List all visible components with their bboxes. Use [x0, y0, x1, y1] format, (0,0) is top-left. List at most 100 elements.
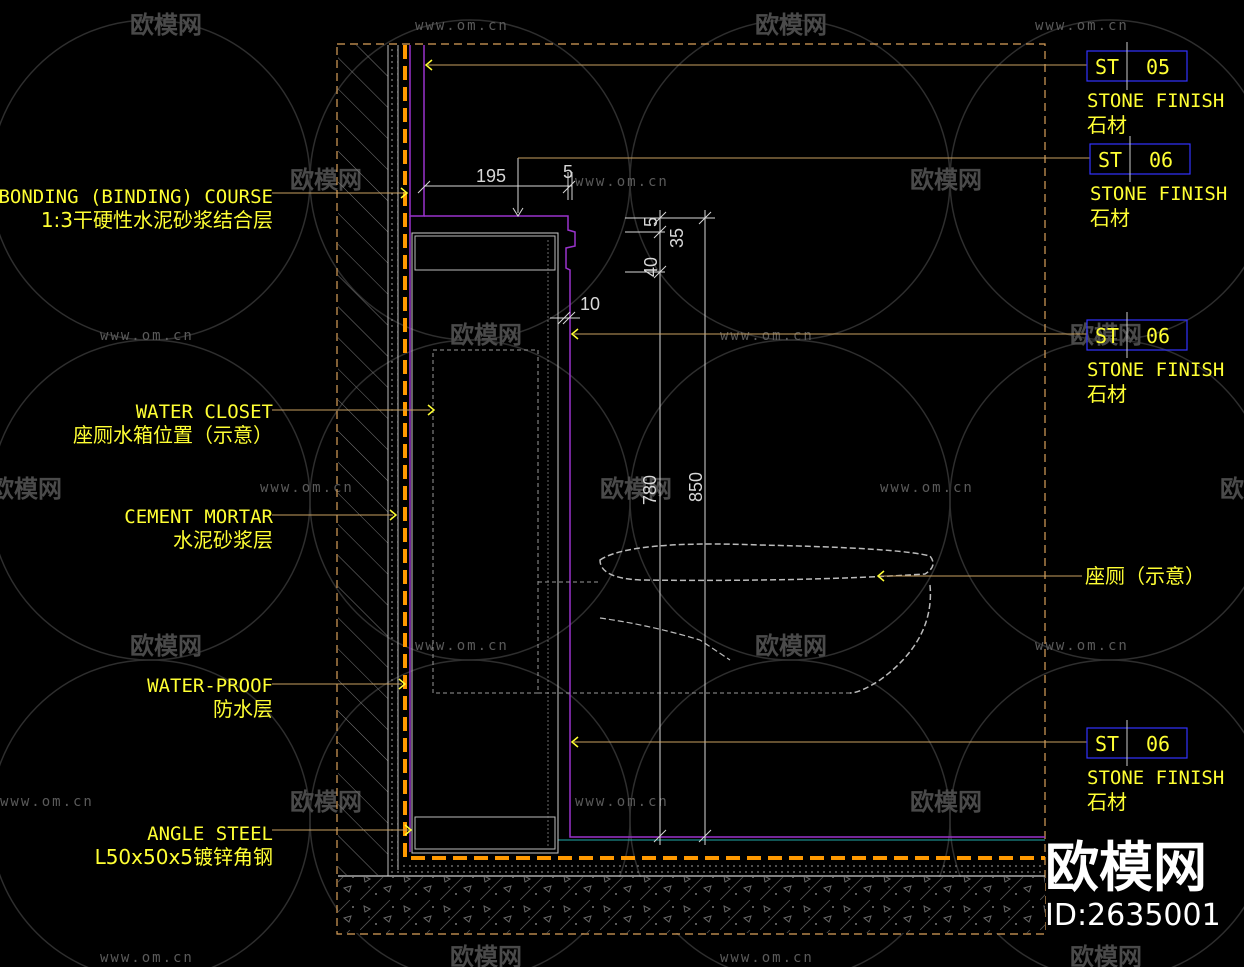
stone-finish-upper — [409, 45, 425, 217]
stone-inner-line — [557, 300, 1045, 841]
tag-en: STONE FINISH — [1087, 90, 1224, 112]
dim-35-text: 35 — [667, 228, 687, 248]
label-steel-en: ANGLE STEEL — [147, 823, 273, 845]
label-cement-en: CEMENT MORTAR — [124, 506, 273, 528]
watermark-brand: 欧模网 — [0, 475, 62, 503]
tag-en: STONE FINISH — [1087, 767, 1224, 789]
drawing-frame — [336, 43, 1046, 935]
cabinet-frame — [411, 232, 559, 854]
label-bonding-cn: 1:3干硬性水泥砂浆结合层 — [41, 208, 273, 232]
toilet-seat — [599, 543, 934, 582]
watermark-brand: 欧模网 — [450, 321, 522, 349]
label-waterproof-en: WATER-PROOF — [147, 675, 273, 697]
wall-hatch — [338, 45, 388, 875]
floor-slab — [338, 877, 1045, 933]
tag-code: ST — [1095, 732, 1119, 756]
floor-screed — [398, 862, 1045, 876]
dim-10-text: 10 — [580, 294, 600, 314]
watermark-brand: 欧模网 — [910, 788, 982, 816]
watermark-brand: 欧模网 — [600, 475, 672, 503]
watermark-url: www.om.cn — [260, 480, 354, 496]
tag-code: ST — [1095, 55, 1119, 79]
watermark-url: www.om.cn — [1035, 638, 1129, 654]
watermark-url: www.om.cn — [1035, 18, 1129, 34]
tag-code: ST — [1098, 148, 1122, 172]
watermark-brand: 欧模网 — [755, 632, 827, 660]
tag-box — [1086, 727, 1188, 759]
dim-195-arrow — [512, 207, 524, 217]
watermark-brand: 欧模网 — [1070, 321, 1142, 349]
dim-780-text: 780 — [640, 475, 660, 505]
watermark-url: www.om.cn — [100, 950, 194, 966]
watermark-url: www.om.cn — [720, 328, 814, 344]
tag-cn: 石材 — [1087, 382, 1127, 406]
toilet-bowl-front — [849, 584, 932, 694]
tag-st06-bottom: ST 06 STONE FINISH 石材 — [1086, 720, 1224, 814]
tag-st05-top: ST 05 STONE FINISH 石材 — [1086, 42, 1224, 137]
label-waterproof-cn: 防水层 — [213, 697, 273, 721]
tag-en: STONE FINISH — [1090, 183, 1227, 205]
left-label-bonding: BONDING (BINDING) COURSE 1:3干硬性水泥砂浆结合层 — [0, 186, 273, 232]
cabinet-top-rail — [414, 235, 556, 271]
tag-st06-third: ST 06 STONE FINISH 石材 — [1086, 312, 1224, 406]
dim-195-text: 195 — [476, 166, 506, 186]
watermark-pattern — [0, 19, 1244, 967]
tag-number: 06 — [1146, 324, 1170, 348]
watermark-brand: 欧模网 — [130, 632, 202, 660]
watermark-url: www.om.cn — [575, 174, 669, 190]
watermark-url: www.om.cn — [415, 638, 509, 654]
left-label-cement: CEMENT MORTAR 水泥砂浆层 — [124, 506, 273, 552]
tag-number: 06 — [1146, 732, 1170, 756]
tag-cn: 石材 — [1087, 790, 1127, 814]
watermark-url: www.om.cn — [575, 794, 669, 810]
corner-brand-logo: 欧模网 — [1045, 836, 1207, 899]
watermark-url: www.om.cn — [100, 328, 194, 344]
left-label-water-closet: WATER CLOSET 座厕水箱位置（示意） — [73, 401, 273, 447]
tag-en: STONE FINISH — [1087, 359, 1224, 381]
dim-40-text: 40 — [641, 257, 661, 277]
left-arrowheads — [389, 187, 436, 836]
tag-box — [1089, 143, 1191, 175]
mortar-dots — [390, 45, 398, 875]
tag-cn: 石材 — [1090, 206, 1130, 230]
tag-number: 05 — [1146, 55, 1170, 79]
watermark-url: www.om.cn — [0, 794, 94, 810]
tag-st06-second: ST 06 STONE FINISH 石材 — [1089, 136, 1227, 230]
watermark-url: www.om.cn — [415, 18, 509, 34]
tag-box — [1086, 319, 1188, 351]
cabinet-bottom-rail — [414, 816, 556, 850]
toilet-label: 座厕（示意） — [1085, 564, 1205, 588]
tag-number: 06 — [1149, 148, 1173, 172]
right-arrowheads — [424, 59, 885, 748]
cistern-outline — [432, 349, 539, 694]
waterproof-layer — [403, 45, 1045, 860]
tag-box — [1086, 50, 1188, 82]
watermark-url: www.om.cn — [720, 950, 814, 966]
label-closet-cn: 座厕水箱位置（示意） — [73, 423, 273, 447]
label-closet-en: WATER CLOSET — [136, 401, 273, 423]
tag-code: ST — [1095, 324, 1119, 348]
watermark-brand: 欧模网 — [1220, 475, 1244, 503]
dim-5-vertical: 5 — [641, 217, 661, 227]
toilet-trap — [599, 617, 731, 661]
dim-5-text: 5 — [563, 162, 573, 182]
label-bonding-en: BONDING (BINDING) COURSE — [0, 186, 273, 208]
left-label-waterproof: WATER-PROOF 防水层 — [147, 675, 273, 721]
watermark-url: www.om.cn — [880, 480, 974, 496]
watermark-brand: 欧模网 — [1070, 943, 1142, 967]
tag-cn: 石材 — [1087, 113, 1127, 137]
left-label-angle-steel: ANGLE STEEL L50x50x5镀锌角钢 — [95, 823, 273, 869]
dimension-lines — [417, 172, 715, 845]
watermark-brand: 欧模网 — [755, 11, 827, 39]
dim-850-text: 850 — [686, 472, 706, 502]
stone-finish-outline — [409, 215, 1045, 852]
watermark-brand: 欧模网 — [130, 11, 202, 39]
label-cement-cn: 水泥砂浆层 — [173, 528, 273, 552]
left-leaders — [272, 192, 430, 831]
watermark-brand: 欧模网 — [910, 166, 982, 194]
corner-id: ID:2635001 — [1045, 898, 1221, 933]
watermark-brand: 欧模网 — [450, 943, 522, 967]
right-leaders — [428, 64, 1090, 743]
label-steel-cn: L50x50x5镀锌角钢 — [95, 845, 273, 869]
